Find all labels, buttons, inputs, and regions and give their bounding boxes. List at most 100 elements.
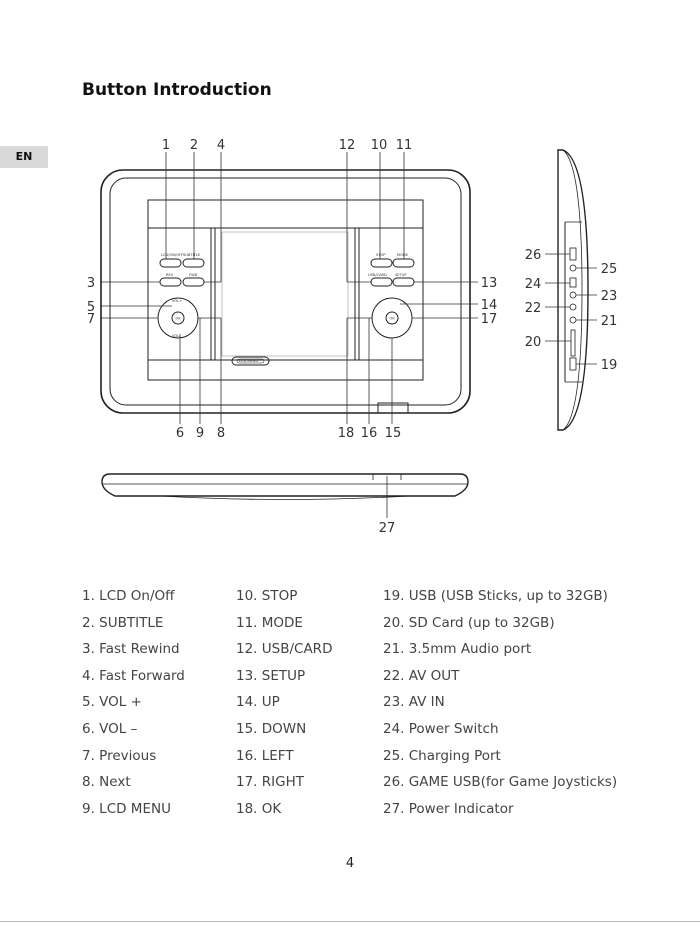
legend-item: 5. VOL +: [82, 694, 142, 711]
legend-item: 13. SETUP: [236, 667, 306, 684]
legend-item: 22. AV OUT: [383, 667, 460, 684]
device-diagram: LCD/ON/OFF SUBTITLE REV FWD VOL+ VOL- OK…: [87, 138, 618, 536]
svg-text:18: 18: [338, 426, 355, 441]
svg-text:25: 25: [601, 262, 618, 277]
legend-item: 16. LEFT: [236, 747, 294, 764]
svg-text:10: 10: [371, 138, 388, 153]
svg-text:15: 15: [385, 426, 402, 441]
svg-text:19: 19: [601, 358, 618, 373]
legend-item: 17. RIGHT: [236, 774, 304, 791]
svg-text:SETUP: SETUP: [395, 273, 407, 277]
legend-item: 19. USB (USB Sticks, up to 32GB): [383, 588, 608, 604]
power-indicator-notch: [377, 402, 409, 414]
legend-item: 15. DOWN: [236, 720, 307, 737]
svg-text:LCD MENU: LCD MENU: [239, 359, 258, 363]
lcd-menu-button[interactable]: [231, 356, 270, 366]
svg-text:3: 3: [87, 276, 95, 291]
svg-text:1: 1: [162, 138, 170, 153]
svg-text:SUBTITLE: SUBTITLE: [183, 253, 201, 257]
device-outer-frame: [100, 169, 471, 414]
svg-text:MODE: MODE: [397, 253, 409, 257]
svg-text:FWD: FWD: [189, 273, 198, 277]
legend-item: 6. VOL –: [82, 720, 138, 737]
svg-text:STOP: STOP: [376, 253, 386, 257]
audio-port: [569, 316, 577, 324]
legend-item: 27. Power Indicator: [383, 800, 514, 817]
svg-text:26: 26: [525, 248, 542, 263]
callout-27: 27: [379, 521, 396, 536]
front-callouts: 1 2 4 12 10 11 3 5 7 6 9 8 13 14 17 18 1…: [87, 138, 497, 441]
svg-text:14: 14: [481, 298, 498, 313]
legend-item: 21. 3.5mm Audio port: [383, 641, 532, 658]
legend-item: 12. USB/CARD: [236, 641, 333, 658]
screen: [221, 231, 349, 357]
legend-item: 10. STOP: [236, 588, 298, 604]
subtitle-button[interactable]: [182, 258, 205, 268]
sd-card-slot: [570, 329, 576, 357]
svg-text:23: 23: [601, 289, 618, 304]
svg-text:VOL+: VOL+: [172, 299, 182, 303]
mode-button[interactable]: [392, 258, 415, 268]
legend-item: 3. Fast Rewind: [82, 641, 180, 658]
legend-item: 26. GAME USB(for Game Joysticks): [383, 774, 618, 791]
legend-column-2: 10. STOP 11. MODE 12. USB/CARD 13. SETUP…: [236, 583, 332, 822]
right-dpad-ok[interactable]: [385, 311, 399, 325]
svg-text:6: 6: [176, 426, 184, 441]
device-button-labels: LCD/ON/OFF SUBTITLE REV FWD VOL+ VOL- OK…: [161, 253, 409, 363]
footer-divider: [0, 921, 700, 922]
legend-item: 25. Charging Port: [383, 747, 501, 764]
fwd-button[interactable]: [182, 277, 205, 287]
game-usb-port: [569, 247, 577, 261]
legend-column-3: 19. USB (USB Sticks, up to 32GB) 20. SD …: [383, 583, 617, 822]
svg-text:REV: REV: [166, 273, 174, 277]
legend-item: 24. Power Switch: [383, 720, 499, 737]
svg-text:2: 2: [190, 138, 198, 153]
device-inner-frame: [109, 177, 462, 406]
usb-card-button[interactable]: [370, 277, 393, 287]
legend-item: 8. Next: [82, 774, 131, 791]
legend-item: 7. Previous: [82, 747, 157, 764]
svg-text:5: 5: [87, 300, 95, 315]
power-switch[interactable]: [569, 277, 577, 288]
svg-text:20: 20: [525, 335, 542, 350]
legend-item: 1. LCD On/Off: [82, 588, 175, 604]
stop-button[interactable]: [370, 258, 393, 268]
svg-text:4: 4: [217, 138, 225, 153]
rev-button[interactable]: [159, 277, 182, 287]
legend-item: 9. LCD MENU: [82, 800, 171, 817]
svg-text:24: 24: [525, 277, 542, 292]
legend-item: 18. OK: [236, 800, 282, 817]
language-tab: EN: [0, 146, 48, 168]
av-out-port: [569, 303, 577, 311]
svg-text:VOL-: VOL-: [172, 334, 181, 338]
svg-text:9: 9: [196, 426, 204, 441]
legend-item: 4. Fast Forward: [82, 667, 185, 684]
side-view: [557, 149, 589, 431]
setup-button[interactable]: [392, 277, 415, 287]
lcd-on-off-button[interactable]: [159, 258, 182, 268]
av-in-port: [569, 291, 577, 299]
svg-text:OK: OK: [176, 317, 182, 321]
display-panel: [147, 199, 424, 381]
legend-item: 2. SUBTITLE: [82, 614, 164, 631]
svg-text:21: 21: [601, 314, 618, 329]
page-number: 4: [345, 856, 355, 871]
legend-item: 11. MODE: [236, 614, 303, 631]
left-dpad-ok[interactable]: [171, 311, 185, 325]
side-callouts: 26 25 24 23 22 21 20 19: [525, 248, 618, 373]
svg-text:OK: OK: [390, 317, 396, 321]
leader-lines: [100, 152, 478, 518]
svg-text:7: 7: [87, 312, 95, 327]
svg-text:16: 16: [361, 426, 378, 441]
svg-text:22: 22: [525, 301, 542, 316]
legend-column-1: 1. LCD On/Off 2. SUBTITLE 3. Fast Rewind…: [82, 583, 185, 822]
front-view: [100, 169, 471, 414]
svg-text:LCD/ON/OFF: LCD/ON/OFF: [161, 253, 183, 257]
legend-item: 14. UP: [236, 694, 280, 711]
page-title: Button Introduction: [82, 80, 272, 100]
svg-text:8: 8: [217, 426, 225, 441]
charging-port: [569, 264, 577, 272]
usb-port: [569, 357, 577, 371]
side-leader-lines: [545, 253, 597, 365]
legend-item: 20. SD Card (up to 32GB): [383, 614, 555, 631]
